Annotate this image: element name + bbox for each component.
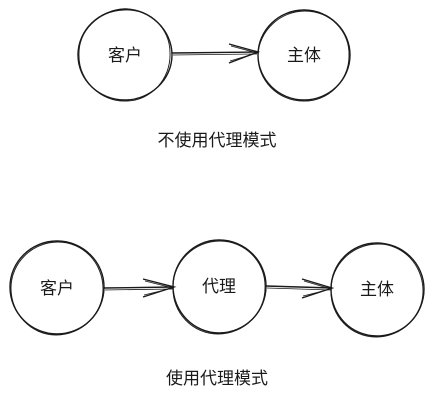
node-subject-1: 主体: [257, 9, 351, 102]
caption-with-proxy: 使用代理模式: [166, 368, 268, 389]
node-client-2-label: 客户: [40, 279, 74, 299]
edge-client-to-proxy-line-stroke: [104, 288, 174, 291]
node-client-2-circle-stroke: [10, 241, 104, 336]
edge-client-to-proxy-line: [103, 286, 175, 289]
node-proxy: 代理: [172, 239, 267, 335]
edge-client-to-subject-1-line: [171, 51, 259, 54]
edge-client-to-proxy-arrowhead: [142, 278, 177, 298]
node-client-2-circle: [9, 240, 105, 335]
diagram-without-proxy: 客户 主体 不使用代理模式: [77, 8, 351, 151]
node-subject-2-label: 主体: [360, 280, 394, 300]
edge-client-to-proxy: [103, 278, 177, 298]
edge-proxy-to-subject-arrowhead: [301, 278, 335, 299]
node-client-1-label: 客户: [108, 46, 142, 66]
node-client-1: 客户: [77, 8, 173, 102]
edge-proxy-to-subject-line-stroke: [266, 287, 332, 291]
node-client-2: 客户: [9, 240, 105, 336]
node-subject-2-circle-stroke: [330, 243, 424, 338]
node-subject-1-circle-stroke: [257, 10, 350, 102]
node-subject-2: 主体: [330, 242, 425, 338]
caption-without-proxy: 不使用代理模式: [158, 130, 277, 151]
node-proxy-label: 代理: [202, 277, 236, 297]
node-client-1-circle-stroke: [78, 9, 171, 102]
edge-proxy-to-subject: [265, 278, 335, 299]
diagram-with-proxy: 客户 代理 主体 使用代理模式: [9, 239, 425, 389]
edge-proxy-to-subject-line: [265, 285, 333, 289]
edge-client-to-subject-1-line-stroke: [172, 53, 258, 56]
node-proxy-circle-stroke: [172, 240, 266, 335]
edge-client-to-subject-1-arrowhead-stroke: [229, 45, 259, 62]
edge-client-to-subject-1: [171, 43, 261, 64]
node-subject-1-label: 主体: [287, 46, 321, 66]
